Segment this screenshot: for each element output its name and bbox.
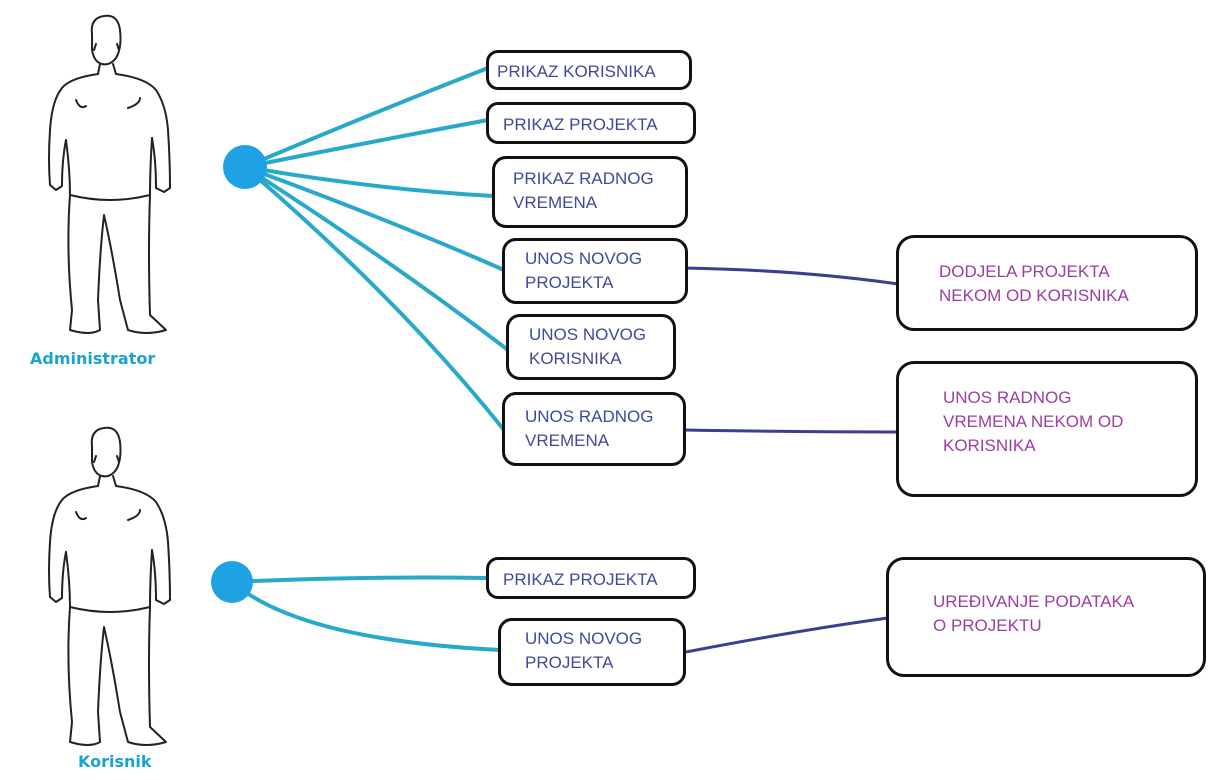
line-korisnik-unos-novog-projekta: [230, 580, 501, 652]
use-case-unos-radnog-vremena-korisnika[interactable]: UNOS RADNOG VREMENA NEKOM OD KORISNIKA: [896, 361, 1198, 497]
use-case-label: O PROJEKTU: [933, 616, 1042, 635]
line-unos-projekta-dodjela: [683, 266, 899, 286]
use-case-label: UREĐIVANJE PODATAKA: [933, 592, 1135, 611]
line-admin-prikaz-radnog-vremena: [244, 165, 495, 198]
use-case-label: DODJELA PROJEKTA: [939, 262, 1110, 281]
use-case-label: UNOS NOVOG: [525, 629, 643, 648]
use-case-label: VREMENA: [525, 431, 610, 450]
line-unos-projekta-uredivanje: [685, 616, 889, 654]
use-case-label: PRIKAZ RADNOG: [513, 169, 654, 188]
line-admin-prikaz-korisnika: [244, 66, 489, 169]
use-case-label: PRIKAZ KORISNIKA: [497, 62, 656, 81]
extension-lines: [683, 266, 899, 654]
korisnik-connector: [211, 561, 253, 603]
use-case-label: PROJEKTA: [525, 273, 614, 292]
line-admin-prikaz-projekta: [244, 118, 489, 169]
use-case-label: UNOS RADNOG: [943, 388, 1072, 407]
use-case-label: KORISNIKA: [529, 349, 622, 368]
use-case-korisnik-prikaz-projekta[interactable]: PRIKAZ PROJEKTA: [486, 557, 696, 599]
use-case-uredivanje-podataka[interactable]: UREĐIVANJE PODATAKA O PROJEKTU: [886, 557, 1206, 677]
use-case-dodjela-projekta[interactable]: DODJELA PROJEKTA NEKOM OD KORISNIKA: [896, 235, 1198, 331]
line-admin-unos-radnog-vremena: [243, 165, 506, 432]
use-case-prikaz-projekta[interactable]: PRIKAZ PROJEKTA: [486, 102, 696, 144]
administrator-label: Administrator: [30, 349, 156, 368]
use-case-unos-novog-korisnika[interactable]: UNOS NOVOG KORISNIKA: [506, 314, 676, 380]
use-case-prikaz-radnog-vremena[interactable]: PRIKAZ RADNOG VREMENA: [492, 156, 688, 228]
use-case-prikaz-korisnika[interactable]: PRIKAZ KORISNIKA: [486, 50, 692, 90]
use-case-label: PRIKAZ PROJEKTA: [503, 115, 658, 134]
line-korisnik-prikaz-projekta: [231, 575, 489, 584]
korisnik-figure: [48, 426, 171, 746]
use-case-label: UNOS RADNOG: [525, 407, 654, 426]
use-case-label: VREMENA: [513, 193, 598, 212]
administrator-figure: [48, 14, 171, 334]
use-case-label: PRIKAZ PROJEKTA: [503, 570, 658, 589]
korisnik-associations: [230, 575, 501, 652]
use-case-label: UNOS NOVOG: [529, 325, 647, 344]
line-admin-unos-novog-projekta: [244, 165, 505, 272]
use-case-unos-novog-projekta[interactable]: UNOS NOVOG PROJEKTA: [502, 238, 688, 304]
use-case-korisnik-unos-novog-projekta[interactable]: UNOS NOVOG PROJEKTA: [498, 618, 686, 686]
use-case-label: PROJEKTA: [525, 653, 614, 672]
use-case-label: NEKOM OD KORISNIKA: [939, 286, 1129, 305]
line-admin-unos-novog-korisnika: [243, 165, 510, 352]
use-case-label: UNOS NOVOG: [525, 249, 643, 268]
administrator-associations: [243, 66, 510, 432]
korisnik-label: Korisnik: [78, 752, 152, 771]
administrator-connector: [223, 145, 267, 189]
use-case-label: VREMENA NEKOM OD: [943, 412, 1124, 431]
use-case-label: KORISNIKA: [943, 436, 1036, 455]
line-unos-radnog-vremena-korisnika: [683, 428, 899, 434]
use-case-unos-radnog-vremena[interactable]: UNOS RADNOG VREMENA: [502, 392, 686, 466]
